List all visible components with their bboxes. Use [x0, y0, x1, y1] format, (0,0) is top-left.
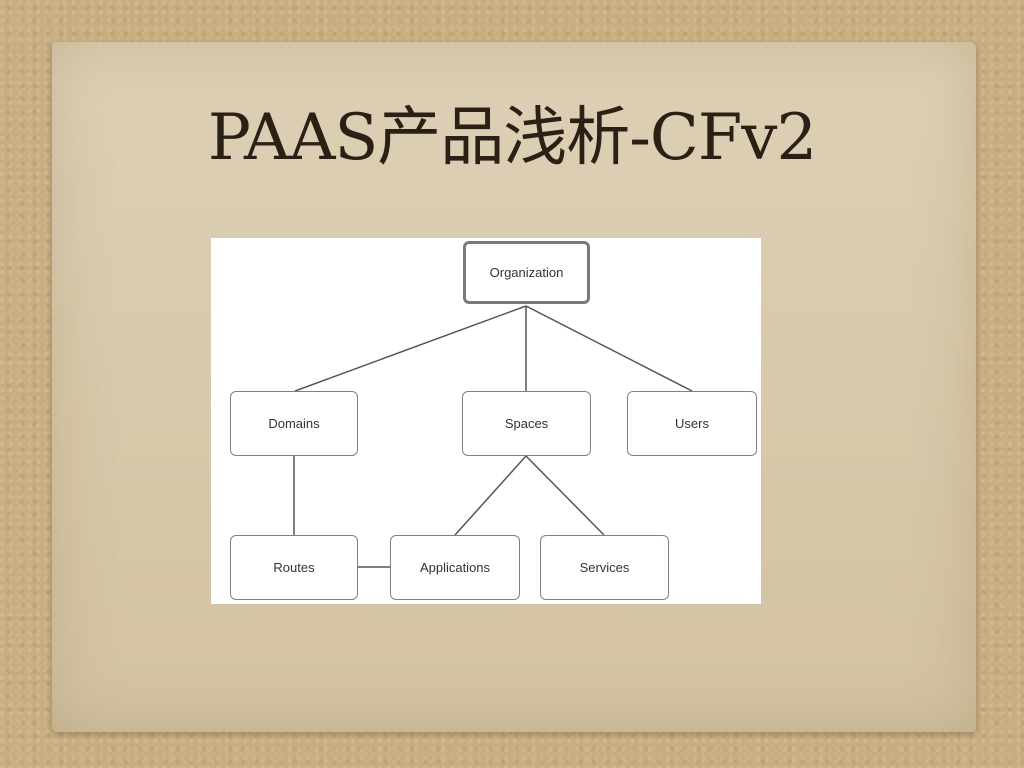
node-domains: Domains	[230, 391, 358, 456]
edge-spaces-applications	[454, 455, 527, 536]
node-spaces: Spaces	[462, 391, 591, 456]
node-users: Users	[627, 391, 757, 456]
node-routes: Routes	[230, 535, 358, 600]
node-organization: Organization	[463, 241, 590, 304]
edge-spaces-services	[525, 455, 605, 536]
diagram-connectors	[293, 305, 693, 568]
hierarchy-diagram: Organization Domains Spaces Users Routes…	[211, 238, 761, 604]
edge-organization-domains	[294, 305, 527, 392]
node-applications: Applications	[390, 535, 520, 600]
slide-title: PAAS产品浅析-CFv2	[207, 101, 817, 175]
edge-organization-users	[525, 305, 693, 392]
node-services: Services	[540, 535, 669, 600]
